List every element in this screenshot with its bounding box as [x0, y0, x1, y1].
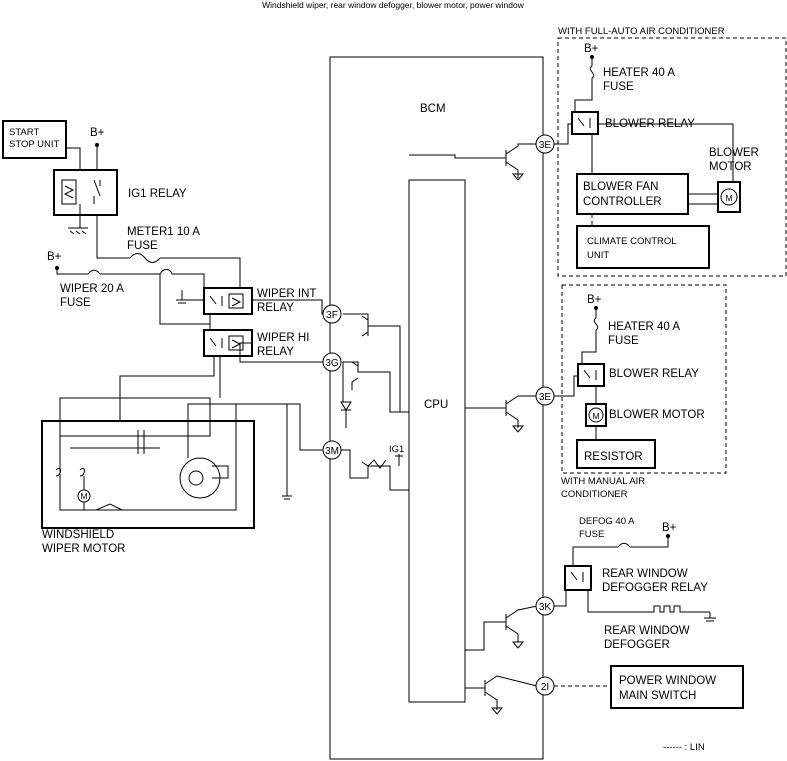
wiper-int-relay-label: WIPER INT [257, 288, 316, 300]
pin-3E-auto: 3E [535, 134, 555, 154]
manual-blower-motor-label: BLOWER MOTOR [609, 409, 705, 421]
full-auto-ac-region [557, 37, 787, 277]
full-auto-blower-relay [571, 111, 599, 135]
manual-bplus: B+ [587, 294, 602, 306]
manual-ac-region [561, 284, 727, 474]
svg-text:UNIT: UNIT [587, 250, 609, 261]
svg-text:M: M [80, 491, 87, 501]
full-auto-ac-title: WITH FULL-AUTO AIR CONDITIONER [558, 26, 725, 37]
wiper-bplus: B+ [47, 251, 62, 263]
manual-heater-fuse: HEATER 40 A [608, 321, 680, 333]
diagram-title: Windshield wiper, rear window defogger, … [262, 0, 525, 10]
bcm-ig1-label: IG1 [389, 444, 404, 455]
rear-defogger-label: REAR WINDOW [604, 625, 690, 637]
wiper-motor-label-2: WIPER MOTOR [42, 543, 125, 555]
climate-control-unit: CLIMATE CONTROL UNIT [576, 225, 710, 269]
svg-text:3M: 3M [325, 446, 339, 457]
full-auto-heater-fuse: HEATER 40 A [603, 67, 675, 79]
bcm-label: BCM [420, 103, 446, 115]
rear-defogger-relay [564, 565, 592, 591]
svg-text:M: M [725, 193, 732, 203]
manual-ac-title-2: CONDITIONER [561, 489, 628, 500]
svg-text:2I: 2I [541, 682, 549, 693]
meter1-fuse-label: METER1 10 A [127, 226, 200, 238]
pin-3F: 3F [322, 304, 342, 324]
wiper-hi-relay [203, 329, 253, 357]
pin-3K: 3K [535, 596, 555, 616]
svg-text:BLOWER FAN: BLOWER FAN [583, 181, 658, 193]
wiper-hi-relay-label-2: RELAY [257, 346, 294, 358]
legend-lin: ------ : LIN [663, 742, 705, 753]
resistor: RESISTOR [576, 439, 656, 469]
full-auto-blower-motor: M [717, 181, 741, 213]
full-auto-blower-motor-label: BLOWER [709, 147, 759, 159]
wiper-hi-relay-label: WIPER HI [257, 332, 309, 344]
pin-2I: 2I [535, 676, 555, 696]
svg-text:3F: 3F [326, 310, 338, 321]
svg-text:RESISTOR: RESISTOR [584, 451, 643, 463]
wiper-fuse-label: WIPER 20 A [60, 283, 124, 295]
wiper-int-relay-label-2: RELAY [257, 302, 294, 314]
ig1-relay-bplus: B+ [90, 127, 105, 139]
pin-3E-manual: 3E [535, 386, 555, 406]
defog-fuse-label: DEFOG 40 A [579, 516, 635, 527]
wiper-int-relay [203, 287, 253, 315]
svg-text:M: M [592, 411, 599, 421]
manual-blower-relay [577, 363, 605, 387]
full-auto-heater-fuse-2: FUSE [603, 81, 634, 93]
wiper-motor-label: WINDSHIELD [42, 529, 114, 541]
windshield-wiper-motor: M [41, 397, 323, 529]
cpu-block [408, 179, 466, 703]
rear-defogger-relay-label: REAR WINDOW [602, 568, 688, 580]
svg-text:CLIMATE CONTROL: CLIMATE CONTROL [587, 236, 677, 247]
full-auto-bplus: B+ [584, 43, 599, 55]
manual-blower-relay-label: BLOWER RELAY [609, 368, 699, 380]
svg-text:3E: 3E [539, 392, 552, 403]
wiper-fuse-label-2: FUSE [60, 297, 91, 309]
svg-text:START: START [9, 127, 39, 138]
svg-text:STOP UNIT: STOP UNIT [9, 139, 60, 150]
defog-bplus: B+ [662, 522, 677, 534]
cpu-label: CPU [424, 399, 448, 411]
manual-ac-title: WITH MANUAL AIR [561, 476, 645, 487]
svg-text:3K: 3K [539, 602, 552, 613]
ig1-relay [53, 169, 118, 235]
bcm-module: BCM CPU [329, 56, 544, 760]
rear-defogger-relay-label-2: DEFOGGER RELAY [602, 582, 708, 594]
blower-fan-controller: BLOWER FAN CONTROLLER [576, 173, 689, 215]
rear-defogger-label-2: DEFOGGER [604, 639, 670, 651]
full-auto-blower-motor-label-2: MOTOR [709, 161, 752, 173]
svg-text:POWER WINDOW: POWER WINDOW [619, 675, 716, 687]
svg-text:CONTROLLER: CONTROLLER [583, 196, 662, 208]
ig1-relay-label: IG1 RELAY [128, 188, 187, 200]
meter1-fuse-label-2: FUSE [127, 240, 158, 252]
power-window-main-switch: POWER WINDOW MAIN SWITCH [610, 665, 744, 709]
defog-fuse-label-2: FUSE [579, 529, 604, 540]
svg-text:3E: 3E [539, 140, 552, 151]
pin-3G: 3G [322, 352, 342, 372]
start-stop-unit: START STOP UNIT [2, 120, 67, 159]
svg-text:MAIN SWITCH: MAIN SWITCH [619, 690, 696, 702]
pin-3M: 3M [322, 440, 342, 460]
manual-heater-fuse-2: FUSE [608, 335, 639, 347]
bcm-internal-circuits: IG1 [340, 143, 538, 715]
rear-defogger-element [650, 605, 716, 622]
svg-text:3G: 3G [325, 358, 339, 369]
manual-blower-motor: M [585, 403, 607, 427]
